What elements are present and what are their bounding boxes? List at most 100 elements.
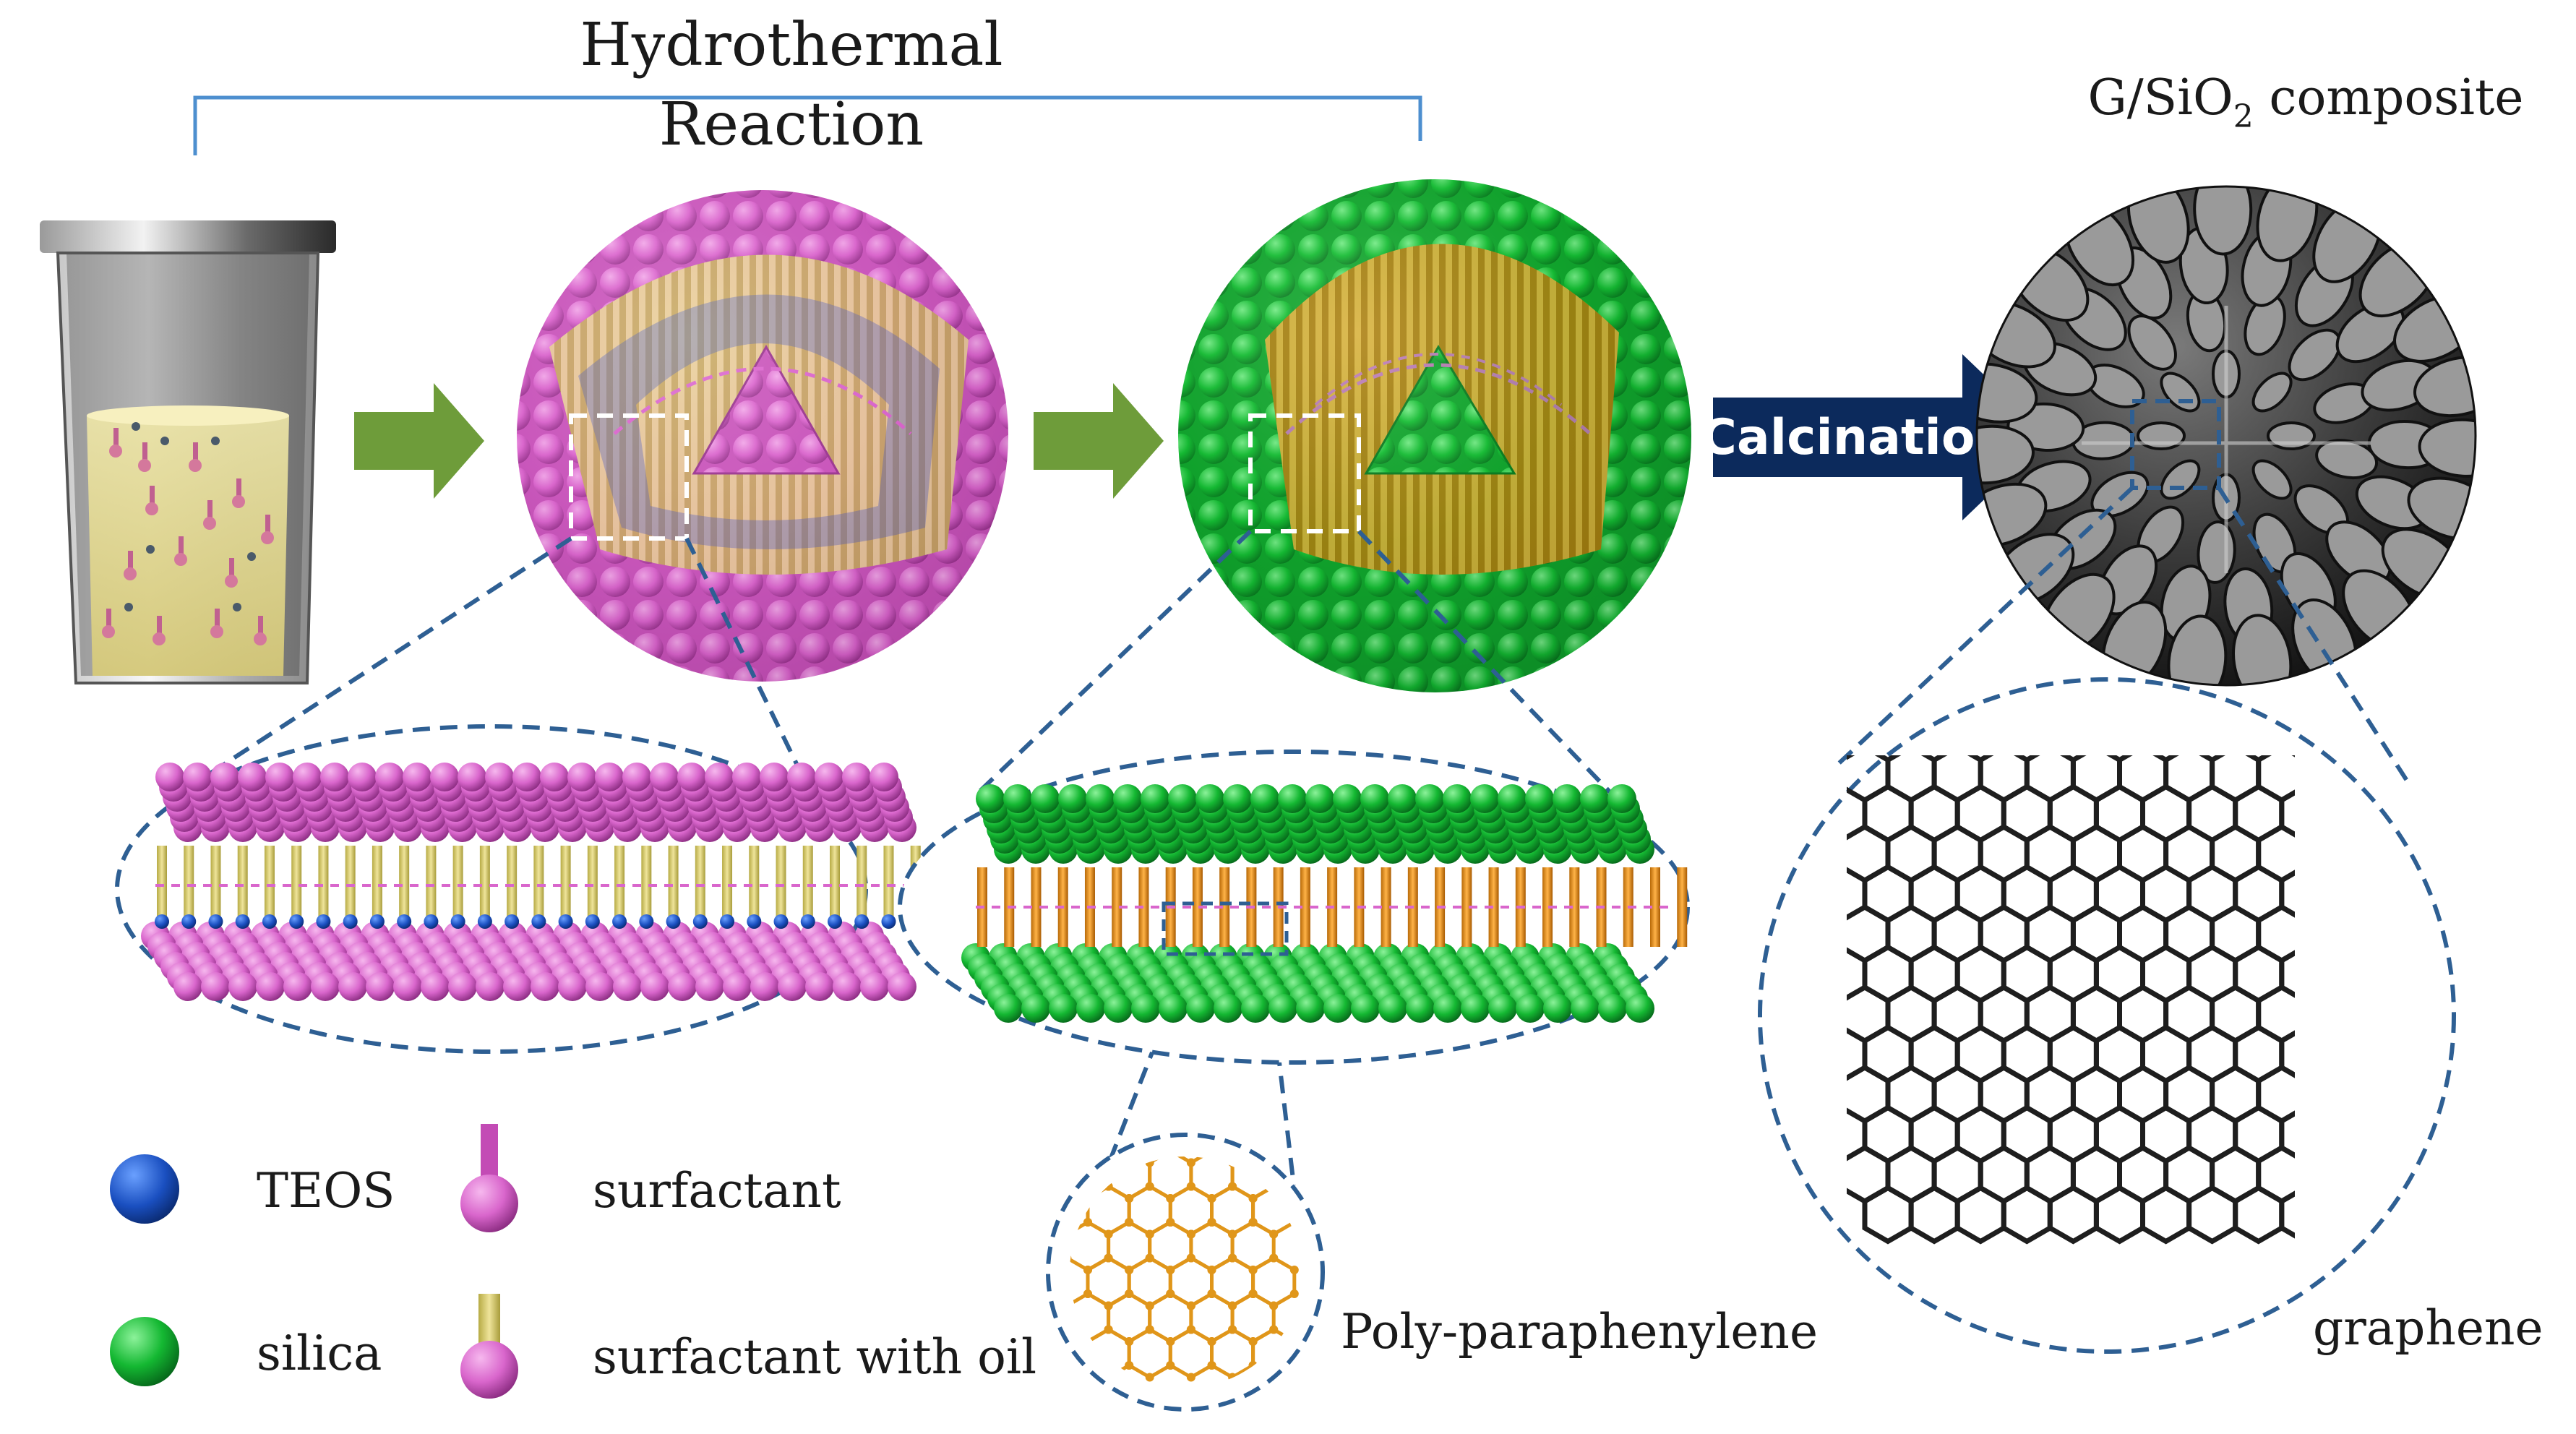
carbon-atom xyxy=(1228,1182,1237,1191)
headgroup-ball xyxy=(256,972,285,1001)
poly-paraphenylene-zoom xyxy=(1046,1133,1325,1412)
surfactant-molecule xyxy=(128,551,133,571)
surfactant-tail xyxy=(1650,867,1660,947)
teos-icon xyxy=(110,1154,179,1224)
surfactant-molecule xyxy=(124,567,137,580)
headgroup-ball xyxy=(1195,784,1224,813)
carbon-atom xyxy=(1207,1361,1216,1370)
headgroup-ball xyxy=(293,763,322,791)
headgroup-ball xyxy=(815,763,843,791)
surfactant-tail xyxy=(1569,867,1580,947)
headgroup-ball xyxy=(833,972,862,1001)
headgroup-ball xyxy=(228,972,257,1001)
headgroup-ball xyxy=(1049,994,1078,1023)
headgroup-ball xyxy=(1278,784,1307,813)
headgroup-ball xyxy=(976,784,1005,813)
carbon-atom xyxy=(1125,1218,1134,1227)
headgroup-ball xyxy=(705,763,734,791)
carbon-atom xyxy=(1207,1289,1216,1298)
teos-molecule xyxy=(881,914,896,929)
surfactant-tail xyxy=(1219,867,1230,947)
headgroup-ball xyxy=(1168,784,1197,813)
headgroup-ball xyxy=(1470,784,1499,813)
surfactant-tail xyxy=(399,846,410,925)
surfactant-molecule xyxy=(145,502,158,515)
carbon-atom xyxy=(1145,1301,1154,1310)
carbon-atom xyxy=(1186,1229,1195,1239)
headgroup-ball xyxy=(1626,994,1654,1023)
composite-subscript: 2 xyxy=(2233,98,2254,135)
surfactant-with-oil-icon xyxy=(460,1294,518,1399)
carbon-atom xyxy=(1186,1301,1195,1310)
carbon-atom xyxy=(1228,1301,1237,1310)
teos-molecule xyxy=(828,914,842,929)
teos-molecule xyxy=(692,914,708,929)
carbon-atom xyxy=(1269,1229,1279,1239)
surfactant-tail xyxy=(1461,867,1472,947)
headgroup-ball xyxy=(994,994,1023,1023)
headgroup-ball xyxy=(183,763,212,791)
surfactant-molecule xyxy=(193,442,198,463)
headgroup-ball xyxy=(650,763,679,791)
headgroup-ball xyxy=(1388,784,1417,813)
hexagon-ring xyxy=(2279,1190,2295,1239)
headgroup-ball xyxy=(1443,784,1472,813)
pore xyxy=(2418,418,2476,478)
headgroup-ball xyxy=(860,972,889,1001)
vessel-molecules xyxy=(102,422,274,645)
headgroup-ball xyxy=(1305,784,1334,813)
surfactant-molecule xyxy=(261,531,274,544)
headgroup-ball xyxy=(1598,994,1627,1023)
headgroup-ball xyxy=(1131,994,1160,1023)
surfactant-molecule xyxy=(106,609,111,629)
surfactant-molecule xyxy=(179,536,184,557)
headgroup-ball xyxy=(1250,784,1279,813)
teos-molecule xyxy=(639,914,654,929)
carbon-atom xyxy=(1125,1337,1134,1346)
surfactant-molecule xyxy=(113,428,119,448)
carbon-atom xyxy=(1104,1253,1113,1263)
headgroup-ball xyxy=(585,972,614,1001)
headgroup-ball xyxy=(366,972,395,1001)
carbon-atom xyxy=(1145,1253,1154,1263)
surfactant-tail xyxy=(830,846,840,925)
carbon-atom xyxy=(1166,1194,1175,1203)
teos-molecule xyxy=(155,914,169,929)
carbon-atom xyxy=(1186,1158,1195,1167)
composite-suffix: composite xyxy=(2254,69,2524,126)
composite-prefix: G/SiO xyxy=(2087,69,2233,126)
composite-label: G/SiO2 composite xyxy=(2087,69,2523,135)
headgroup-ball xyxy=(320,763,349,791)
carbon-atom xyxy=(1248,1194,1258,1203)
carbon-atom xyxy=(1269,1325,1279,1334)
headgroup-ball xyxy=(1141,784,1169,813)
teos-molecule xyxy=(505,914,520,929)
headgroup-ball xyxy=(1580,784,1609,813)
headgroup-ball xyxy=(668,972,697,1001)
carbon-atom xyxy=(1207,1337,1216,1346)
surfactant-molecule xyxy=(189,459,202,472)
pore xyxy=(2137,421,2186,450)
teos-molecule xyxy=(747,914,762,929)
carbon-atom xyxy=(1104,1325,1113,1334)
headgroup-ball xyxy=(155,763,184,791)
headgroup-ball xyxy=(640,972,669,1001)
hydrothermal-bracket xyxy=(193,95,1422,155)
headgroup-ball xyxy=(732,763,761,791)
surfactant-molecule xyxy=(109,445,122,458)
surfactant-molecule xyxy=(236,478,241,499)
surfactant-molecule xyxy=(210,625,223,638)
hydrothermal-label-line2: Reaction xyxy=(659,90,924,159)
teos-molecule xyxy=(316,914,331,929)
surfactant-molecule xyxy=(207,500,212,520)
teos-molecule xyxy=(124,603,133,611)
headgroup-ball xyxy=(1186,994,1215,1023)
teos-molecule xyxy=(181,914,197,929)
teos-molecule xyxy=(247,552,256,561)
teos-molecule xyxy=(369,914,385,929)
legend-teos: TEOS xyxy=(257,1163,395,1219)
reaction-vessel xyxy=(40,220,336,684)
headgroup-ball xyxy=(1461,994,1490,1023)
headgroup-ball xyxy=(1378,994,1407,1023)
